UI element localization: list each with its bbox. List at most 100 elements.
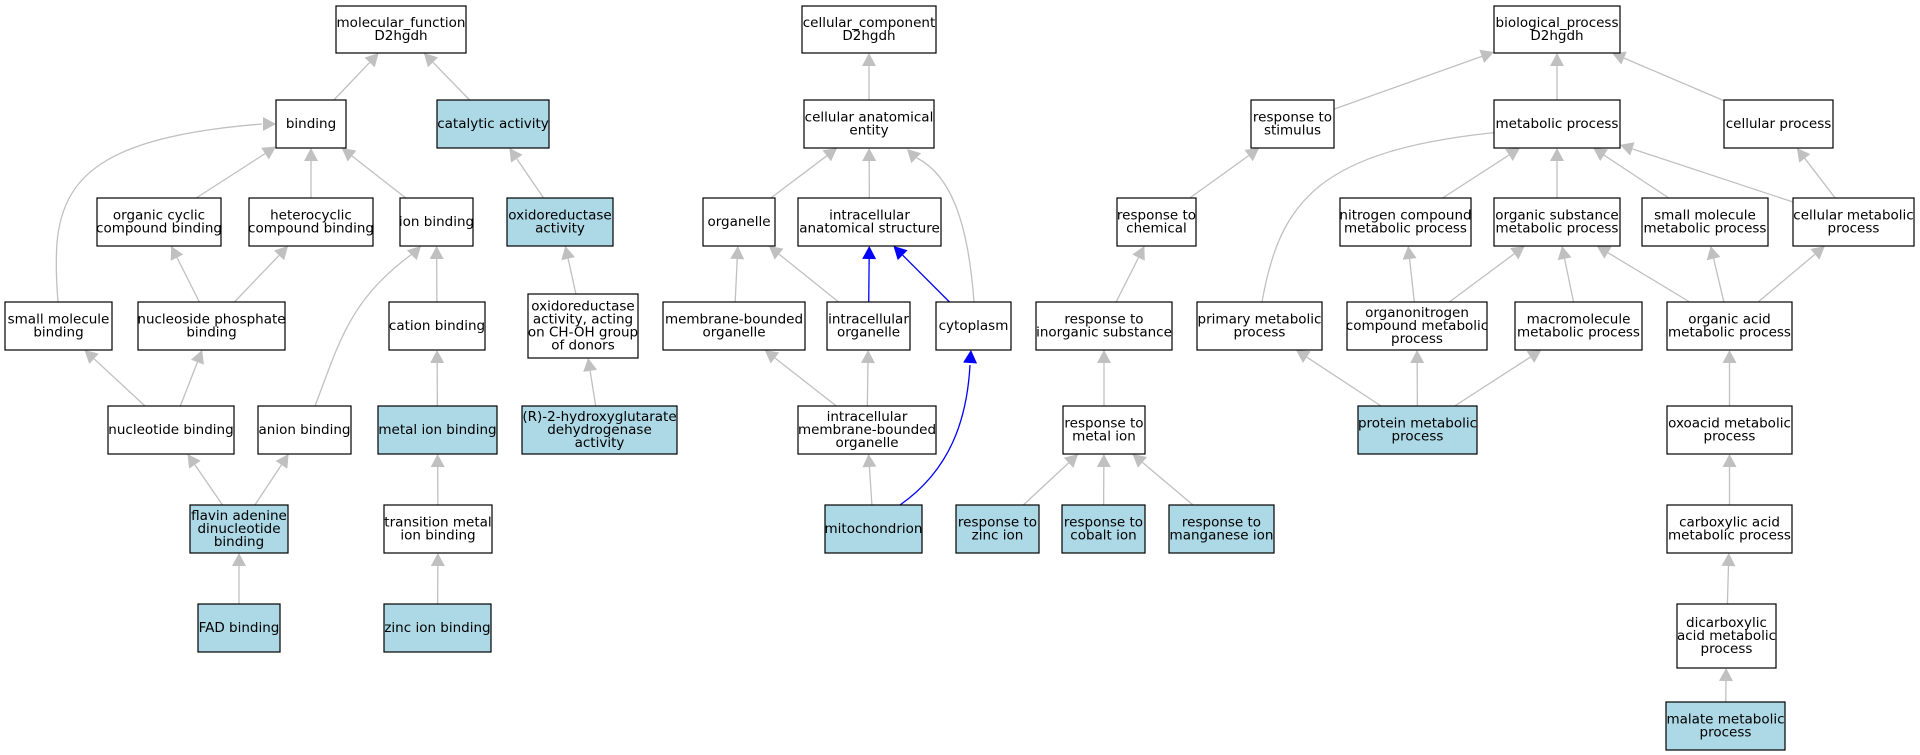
node-label-line: activity: [575, 435, 625, 451]
node-box: [335, 5, 467, 54]
node-r2hg[interactable]: (R)-2-hydroxyglutaratedehydrogenaseactiv…: [521, 405, 678, 455]
node-label-line: response to: [1117, 208, 1196, 224]
node-box: [803, 99, 935, 149]
node-label-line: response to: [1064, 416, 1143, 432]
node-box: [1641, 197, 1769, 247]
node-catalytic[interactable]: catalytic activity: [436, 99, 550, 149]
node-box: [1666, 405, 1793, 455]
edge-cytoplasm-to-intra-anat: [893, 246, 950, 303]
node-label-line: zinc ion binding: [384, 620, 490, 636]
node-box: [1061, 504, 1146, 554]
node-nucleotide-bind[interactable]: nucleotide binding: [107, 405, 235, 455]
node-organelle[interactable]: organelle: [702, 197, 776, 247]
node-cell-proc[interactable]: cellular process: [1723, 99, 1834, 149]
node-label-line: intracellular: [829, 208, 910, 224]
edge-fad-binding-to-fad-dinuc: [232, 553, 246, 604]
node-box: [1339, 197, 1472, 247]
node-cytoplasm[interactable]: cytoplasm: [935, 301, 1012, 351]
edge-small-mol-bind-to-binding: [55, 117, 276, 303]
node-box: [96, 197, 222, 247]
node-label-line: carboxylic acid: [1679, 515, 1780, 531]
node-box: [797, 405, 937, 455]
node-box: [107, 405, 235, 455]
edges-layer: [55, 49, 1836, 703]
node-label-line: process: [1701, 641, 1753, 657]
node-label-line: metabolic process: [1496, 221, 1619, 237]
edge-resp-inorg-to-resp-chem: [1115, 246, 1145, 303]
node-box: [1665, 701, 1786, 751]
node-metab-proc[interactable]: metabolic process: [1493, 99, 1621, 149]
node-box: [1493, 5, 1621, 54]
edge-nucleotide-bind-to-nucleoside-phos: [179, 350, 204, 407]
node-box: [257, 405, 352, 455]
node-label-line: organelle: [835, 435, 898, 451]
node-box: [1357, 405, 1478, 455]
edge-org-cyclic-to-binding: [195, 146, 276, 199]
node-label-line: on CH-OH group: [528, 325, 638, 341]
edge-ion-binding-to-binding: [341, 148, 407, 199]
node-label-line: ion binding: [399, 214, 474, 230]
node-label-line: molecular_function: [337, 15, 466, 31]
node-label-line: metabolic process: [1344, 221, 1467, 237]
node-mitochondrion[interactable]: mitochondrion: [824, 504, 923, 554]
edge-fad-dinuc-to-nucleotide-bind: [187, 454, 224, 506]
node-label-line: entity: [849, 123, 888, 139]
node-box: [1116, 197, 1197, 247]
node-anion-bind[interactable]: anion binding: [257, 405, 352, 455]
node-label-line: protein metabolic: [1358, 416, 1477, 432]
node-label-line: of donors: [551, 338, 615, 354]
node-zinc-binding[interactable]: zinc ion binding: [383, 603, 492, 653]
edge-cell-metab-to-metab-proc: [1620, 142, 1794, 203]
node-metal-ion-bind[interactable]: metal ion binding: [377, 405, 498, 455]
node-label-line: organelle: [707, 214, 770, 230]
edge-oxidoreductase-to-catalytic: [509, 148, 545, 199]
node-box: [1035, 301, 1173, 351]
node-label-line: inorganic substance: [1036, 325, 1172, 341]
node-label-line: compound binding: [248, 221, 374, 237]
node-label-line: mitochondrion: [825, 521, 923, 537]
node-cation-binding[interactable]: cation binding: [388, 301, 486, 351]
node-box: [662, 301, 806, 351]
edge-malate-metab-to-dicarbox-metab: [1719, 668, 1733, 703]
node-binding[interactable]: binding: [275, 99, 347, 149]
node-ion-binding[interactable]: ion binding: [399, 197, 474, 247]
node-fad-binding[interactable]: FAD binding: [197, 603, 281, 653]
node-label-line: malate metabolic: [1666, 712, 1784, 728]
